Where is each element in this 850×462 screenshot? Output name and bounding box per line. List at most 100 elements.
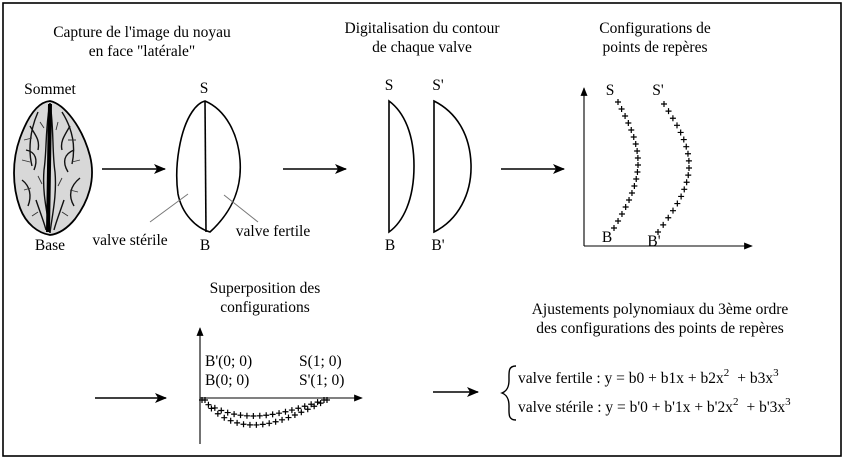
landmark-point — [622, 204, 629, 210]
superposed-point — [279, 416, 286, 423]
landmark-point — [628, 190, 635, 196]
superposed-point — [221, 414, 228, 421]
superposed-point — [285, 414, 292, 421]
superposed-point — [282, 408, 289, 415]
digitization-title-line2: de chaque valve — [372, 39, 472, 56]
superposed-point — [301, 403, 308, 410]
landmark-point — [678, 193, 685, 200]
superposed-point — [240, 421, 247, 428]
superposition-title-line1: Superposition des — [210, 280, 321, 297]
digitization-panel: Digitalisation du contour de chaque valv… — [345, 20, 501, 254]
landmark-point — [631, 183, 638, 189]
landmark-point — [634, 155, 641, 161]
outline-bottom-label: B — [200, 237, 210, 254]
landmark-point — [655, 229, 661, 235]
landmark-point — [681, 186, 688, 193]
superposed-point — [246, 421, 253, 428]
sterile-valve-bottom-label: B — [385, 237, 395, 254]
superposed-point — [259, 421, 266, 428]
sterile-equation: valve stérile : y = b'0 + b'1x + b'2x2+ … — [518, 396, 791, 416]
superposed-point — [317, 400, 324, 407]
fertile-valve-outline — [433, 99, 472, 234]
landmark-point — [618, 106, 625, 112]
landmark-point — [680, 136, 687, 143]
sterile-pointer — [149, 193, 189, 223]
sterile-landmark-points — [611, 99, 641, 231]
superposed-point — [214, 410, 221, 417]
landmark-point — [615, 99, 621, 105]
superposed-point — [218, 407, 225, 414]
landmark-point — [683, 143, 690, 150]
superposed-landmark-points — [199, 397, 330, 428]
superposed-point — [256, 412, 263, 419]
superposed-point — [276, 410, 283, 417]
landmark-point — [611, 225, 617, 231]
landmarks-panel: Configurations de points de repères S S'… — [580, 20, 753, 250]
landmark-point — [674, 122, 680, 129]
landmark-point — [628, 127, 635, 133]
superposed-point — [211, 404, 218, 411]
superposed-point — [253, 421, 260, 428]
landmark-point — [660, 221, 667, 228]
fertile-landmark-points — [655, 101, 692, 235]
landmark-point — [635, 162, 641, 168]
superposed-point — [298, 409, 305, 416]
landmarks-left-top-label: S — [606, 82, 615, 99]
superposition-title-line2: configurations — [220, 299, 310, 316]
landmark-point — [630, 134, 637, 140]
landmark-point — [669, 115, 676, 122]
landmark-point — [665, 214, 672, 221]
fit-panel: Ajustements polynomiaux du 3ème ordre de… — [500, 301, 791, 421]
capture-title-line2: en face "latérale" — [89, 43, 195, 60]
superposed-point — [202, 397, 208, 403]
outline-top-label: S — [200, 80, 209, 97]
landmark-point — [618, 211, 625, 217]
superposed-point — [263, 412, 270, 419]
landmark-point — [686, 165, 692, 171]
superposed-point — [227, 417, 234, 424]
sterile-valve-outline — [388, 99, 415, 234]
superposed-point — [291, 411, 298, 418]
fit-title-line1: Ajustements polynomiaux du 3ème ordre — [532, 301, 789, 318]
superposed-point — [243, 412, 250, 419]
fertile-valve-bottom-label: B' — [431, 237, 444, 254]
superposed-point — [205, 401, 212, 408]
landmark-point — [632, 141, 639, 147]
landmark-point — [665, 108, 672, 115]
landmark-point — [625, 120, 632, 126]
landmark-point — [683, 179, 690, 186]
landmark-point — [615, 218, 622, 224]
landmark-point — [684, 150, 691, 157]
superposed-point — [269, 411, 276, 418]
landmark-point — [633, 176, 640, 182]
fertile-equation: valve fertile : y = b0 + b1x + b2x2+ b3x… — [518, 367, 779, 387]
sommet-label: Sommet — [24, 81, 76, 98]
superposed-point — [288, 407, 295, 414]
s-point-label: S(1; 0) — [299, 353, 342, 370]
superposition-panel: Superposition des configurations B'(0; 0… — [95, 280, 363, 444]
landmark-point — [634, 148, 641, 154]
sterile-valve-top-label: S — [385, 77, 394, 94]
landmark-point — [677, 129, 684, 136]
landmark-point — [685, 157, 692, 164]
b-prime-origin-label: B'(0; 0) — [205, 353, 252, 370]
outer-frame — [2, 2, 842, 457]
superposed-point — [231, 411, 238, 418]
equation-brace — [500, 365, 517, 421]
superposed-point — [237, 412, 244, 419]
fit-title-line2: des configurations des points de repères — [536, 320, 784, 337]
superposed-point — [266, 420, 273, 427]
landmark-point — [674, 200, 681, 207]
fertile-label: valve fertile — [236, 223, 311, 240]
sterile-label: valve stérile — [92, 232, 167, 249]
fertile-pointer — [223, 194, 259, 223]
superposed-point — [224, 409, 231, 416]
stone-image — [13, 100, 93, 236]
superposed-point — [272, 418, 279, 425]
digitization-title-line1: Digitalisation du contour — [345, 20, 501, 37]
b-origin-label: B(0; 0) — [205, 372, 249, 389]
capture-title-line1: Capture de l'image du noyau — [53, 24, 231, 41]
superposed-point — [250, 413, 257, 419]
landmark-point — [622, 113, 629, 119]
